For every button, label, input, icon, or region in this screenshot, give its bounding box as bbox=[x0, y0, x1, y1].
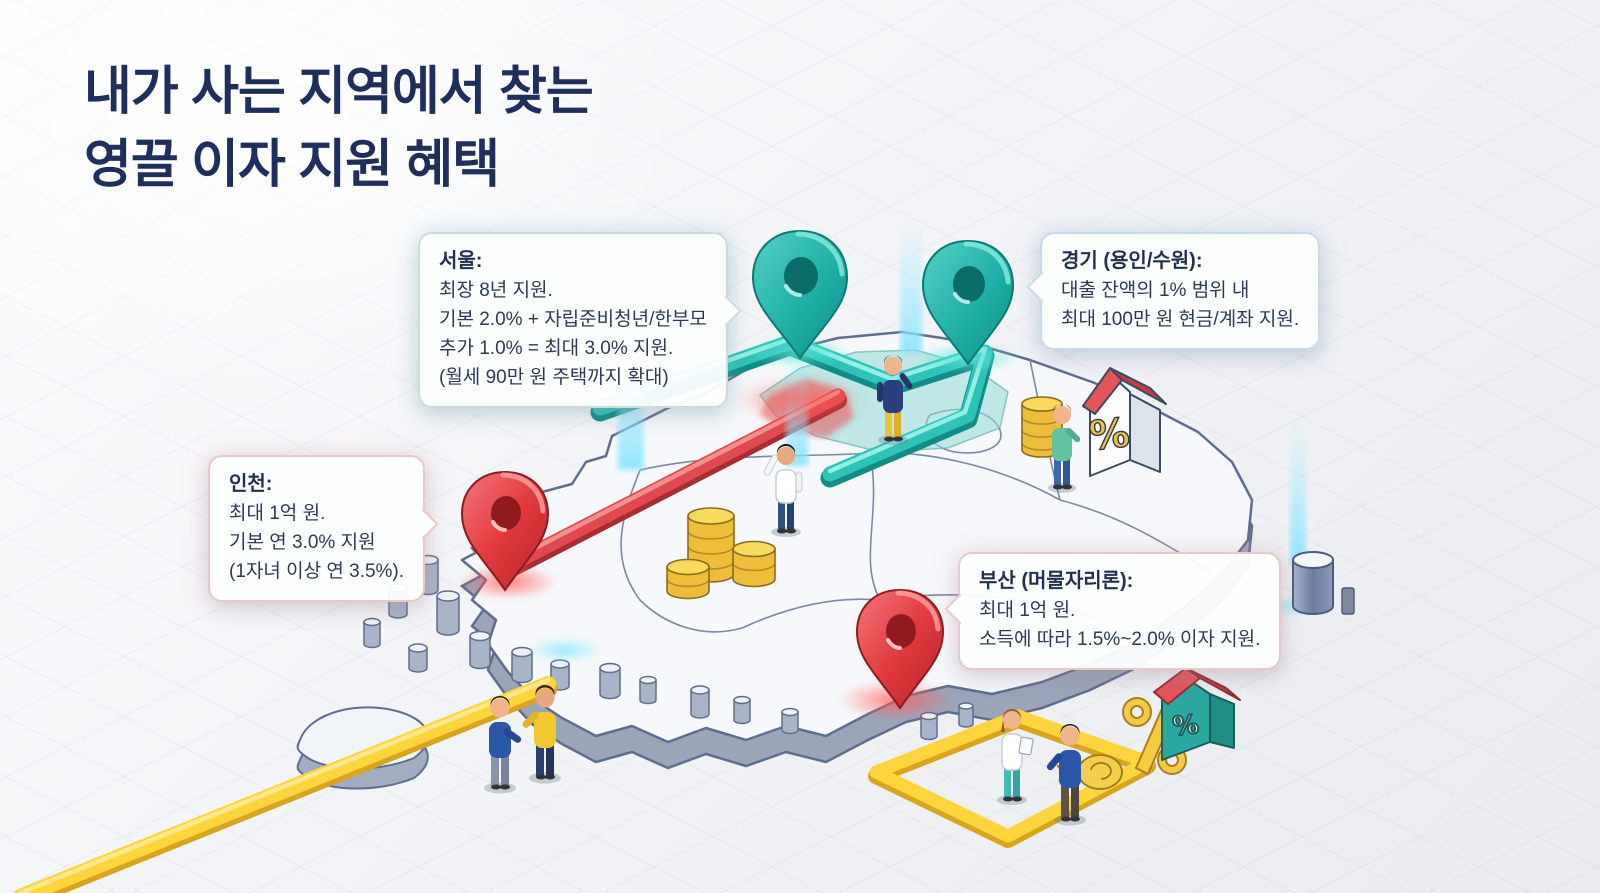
callout-incheon: 인천: 최대 1억 원. 기본 연 3.0% 지원 (1자녀 이상 연 3.5%… bbox=[208, 455, 439, 602]
teal-house-percent-icon: % bbox=[1153, 667, 1241, 761]
callout-incheon-line: 기본 연 3.0% 지원 bbox=[229, 532, 376, 553]
callout-busan-line: 최대 1억 원. bbox=[979, 600, 1076, 621]
callout-gyeonggi-line: 대출 잔액의 1% 범위 내 bbox=[1061, 280, 1250, 301]
callout-seoul-line: 기본 2.0% + 자립준비청년/한부모 bbox=[439, 309, 707, 330]
yellow-road bbox=[13, 676, 558, 893]
callout-incheon-region: 인천: bbox=[229, 473, 273, 495]
percent-symbol: % bbox=[1087, 410, 1132, 460]
callout-incheon-line: (1자녀 이상 연 3.5%). bbox=[229, 561, 405, 582]
page-title: 내가 사는 지역에서 찾는 영끌 이자 지원 혜택 bbox=[84, 56, 594, 202]
percent-symbol: % bbox=[1171, 710, 1200, 743]
red-glow-seoul bbox=[736, 378, 864, 422]
callout-seoul-line: 추가 1.0% = 최대 3.0% 지원. bbox=[439, 338, 674, 359]
callout-seoul-line: (월세 90만 원 주택까지 확대) bbox=[439, 367, 669, 388]
callout-busan-region: 부산 (머물자리론): bbox=[979, 570, 1134, 592]
cyan-glow-spot bbox=[527, 637, 603, 663]
callout-busan: 부산 (머물자리론): 최대 1억 원. 소득에 따라 1.5%~2.0% 이자… bbox=[944, 552, 1282, 670]
callout-incheon-line: 최대 1억 원. bbox=[229, 503, 326, 524]
callout-gyeonggi-line: 최대 100만 원 현금/계좌 지원. bbox=[1061, 309, 1300, 330]
light-beam bbox=[1290, 415, 1306, 565]
page-title-line1: 내가 사는 지역에서 찾는 bbox=[84, 63, 594, 121]
dokdo-rock bbox=[1341, 587, 1355, 615]
callout-seoul: 서울: 최장 8년 지원. 기본 2.0% + 자립준비청년/한부모 추가 1.… bbox=[418, 232, 742, 408]
callout-busan-line: 소득에 따라 1.5%~2.0% 이자 지원. bbox=[979, 629, 1261, 650]
callout-seoul-region: 서울: bbox=[439, 250, 483, 272]
callout-gyeonggi-region: 경기 (용인/수원): bbox=[1061, 250, 1203, 272]
callout-gyeonggi: 경기 (용인/수원): 대출 잔액의 1% 범위 내 최대 100만 원 현금/… bbox=[1026, 232, 1321, 350]
light-beam bbox=[900, 215, 922, 353]
page-title-line2: 영끌 이자 지원 혜택 bbox=[84, 135, 500, 194]
callout-seoul-line: 최장 8년 지원. bbox=[439, 280, 553, 301]
